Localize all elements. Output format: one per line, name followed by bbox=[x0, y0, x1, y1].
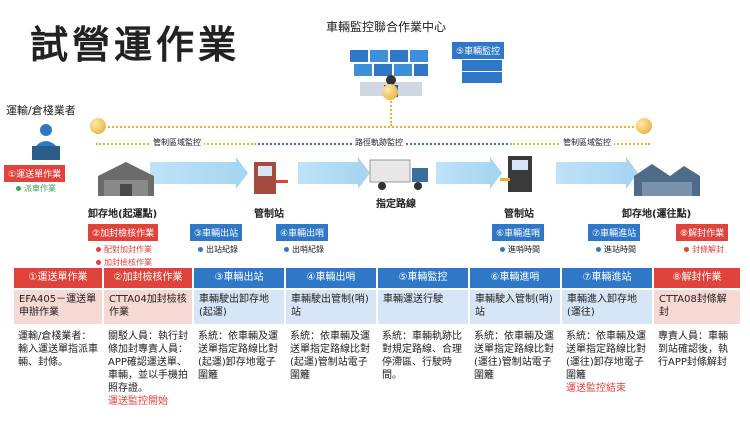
place-gate2: 管制站 bbox=[504, 209, 534, 220]
doc-cell: 車輛駛出卸存地(起運) bbox=[194, 290, 284, 324]
station-sub: 出哨紀錄 bbox=[284, 244, 328, 255]
station-badge: ④車輛出哨 bbox=[276, 224, 329, 241]
station-sub: 封條解封 bbox=[684, 244, 728, 255]
column-header: ⑦車輛進站 bbox=[562, 268, 652, 288]
doc-cell: 車輛運送行駛 bbox=[378, 290, 468, 324]
grid-header-row: ①運送單作業 ②加封檢核作業 ③車輛出站 ④車輛出哨 ⑤車輛監控 ⑥車輛進哨 ⑦… bbox=[14, 268, 740, 288]
band-label-right: 管制區域監控 bbox=[560, 137, 614, 148]
center-item: 軌跡查詢 bbox=[462, 72, 502, 83]
station-sub: 進站時間 bbox=[596, 244, 640, 255]
note-cell: 系統：依車輛及運送單指定路線比對(運往)管制站電子圍籬 bbox=[474, 331, 554, 381]
station-sub: 進哨時間 bbox=[500, 244, 544, 255]
doc-cell: CTTA08封條解封 bbox=[654, 290, 740, 324]
actor-label: 運輸/倉棧業者 bbox=[6, 104, 76, 117]
vehicle-monitor-badge: ⑤車輛監控 bbox=[452, 42, 505, 59]
note-cell: 系統：依車輛及運送單指定路線比對(運往)卸存地電子圍籬運送監控結束 bbox=[566, 331, 646, 394]
station-badge-group: ③車輛出站 出站紀錄 bbox=[190, 224, 243, 255]
left-sub: 派車作業 bbox=[16, 183, 56, 194]
column-header: ④車輛出哨 bbox=[286, 268, 376, 288]
monitor-end-label: 運送監控結束 bbox=[566, 383, 626, 394]
station-badge: ⑦車輛進站 bbox=[588, 224, 641, 241]
node-icon bbox=[636, 118, 652, 134]
station-sub: 出站紀錄 bbox=[198, 244, 242, 255]
grid-doc-row: EFA405－運送單申辦作業 CTTA04加封檢核作業 車輛駛出卸存地(起運) … bbox=[14, 290, 740, 324]
doc-cell: 車輛駛出管制(哨)站 bbox=[286, 290, 376, 324]
station-sub: 配對加封作業 bbox=[96, 244, 158, 255]
place-route: 指定路線 bbox=[376, 199, 416, 210]
station-badge-group: ⑦車輛進站 進站時間 bbox=[588, 224, 641, 255]
station-badge-group: ④車輛出哨 出哨紀錄 bbox=[276, 224, 329, 255]
column-header: ⑧解封作業 bbox=[654, 268, 740, 288]
band-label-left: 管制區域監控 bbox=[150, 137, 204, 148]
checkpoint-icon bbox=[248, 158, 288, 202]
monitor-start-label: 運送監控開始 bbox=[108, 396, 168, 407]
top-dotted-line bbox=[96, 126, 642, 128]
center-item: 即時監控 bbox=[462, 60, 502, 71]
place-dest: 卸存地(運往點) bbox=[622, 209, 692, 220]
note-cell: 系統：依車輛及運送單指定路線比對(起運)卸存地電子圍籬 bbox=[198, 331, 278, 381]
vertical-dotted-line bbox=[390, 90, 392, 126]
note-cell: 系統：依車輛及運送單指定路線比對(起運)管制站電子圍籬 bbox=[290, 331, 370, 381]
band-label-middle: 路徑軌跡監控 bbox=[352, 137, 406, 148]
station-badge-group: ②加封檢核作業 配對加封作業 加封檢核作業 bbox=[88, 224, 159, 268]
note-cell: 關駁人員：執行封條加封專責人員：APP確認運送單、車輛，並以手機拍照存證。運送監… bbox=[108, 331, 188, 407]
flow-arrow bbox=[436, 157, 502, 189]
doc-cell: 車輛進入卸存地(運往) bbox=[562, 290, 652, 324]
column-header: ⑥車輛進哨 bbox=[470, 268, 560, 288]
warehouse-icon bbox=[96, 158, 156, 202]
station-badge: ⑥車輛進哨 bbox=[492, 224, 545, 241]
note-cell: 專責人員：車輛到站確認後，執行APP封條解封 bbox=[658, 331, 728, 368]
column-header: ⑤車輛監控 bbox=[378, 268, 468, 288]
column-header: ②加封檢核作業 bbox=[104, 268, 192, 288]
place-gate1: 管制站 bbox=[254, 209, 284, 220]
station-sub: 加封檢核作業 bbox=[96, 257, 158, 268]
station-badge-group: ⑧解封作業 封條解封 bbox=[676, 224, 729, 255]
note-cell: 系統：車輛軌跡比對規定路線、合理停滯區、行駛時間。 bbox=[382, 331, 462, 381]
station-badge: ②加封檢核作業 bbox=[88, 224, 159, 241]
page-title: 試營運作業 bbox=[30, 23, 241, 67]
flow-arrow bbox=[150, 157, 248, 189]
left-badge: ①運送單作業 bbox=[4, 165, 66, 182]
column-header: ①運送單作業 bbox=[14, 268, 102, 288]
note-cell: 運輸/倉棧業者：輸入運送單指派車輛、封條。 bbox=[18, 331, 98, 368]
grid-note-row: 運輸/倉棧業者：輸入運送單指派車輛、封條。 關駁人員：執行封條加封專責人員：AP… bbox=[14, 328, 740, 410]
warehouse-icon bbox=[632, 158, 702, 202]
operator-icon bbox=[22, 122, 70, 166]
control-center-title: 車輛監控聯合作業中心 bbox=[326, 20, 447, 34]
station-badge: ③車輛出站 bbox=[190, 224, 243, 241]
doc-cell: 車輛駛入管制(哨)站 bbox=[470, 290, 560, 324]
place-origin: 卸存地(起運點) bbox=[88, 209, 158, 220]
doc-cell: CTTA04加封檢核作業 bbox=[104, 290, 192, 324]
station-badge-group: ⑥車輛進哨 進哨時間 bbox=[492, 224, 545, 255]
flow-arrow bbox=[556, 157, 638, 189]
column-header: ③車輛出站 bbox=[194, 268, 284, 288]
flow-arrow bbox=[298, 157, 370, 189]
node-icon bbox=[90, 118, 106, 134]
process-grid: ①運送單作業 ②加封檢核作業 ③車輛出站 ④車輛出哨 ⑤車輛監控 ⑥車輛進哨 ⑦… bbox=[14, 268, 740, 410]
station-badge: ⑧解封作業 bbox=[676, 224, 729, 241]
truck-icon bbox=[368, 156, 432, 196]
node-icon bbox=[382, 84, 398, 100]
checkpoint-icon bbox=[500, 152, 540, 200]
doc-cell: EFA405－運送單申辦作業 bbox=[14, 290, 102, 324]
